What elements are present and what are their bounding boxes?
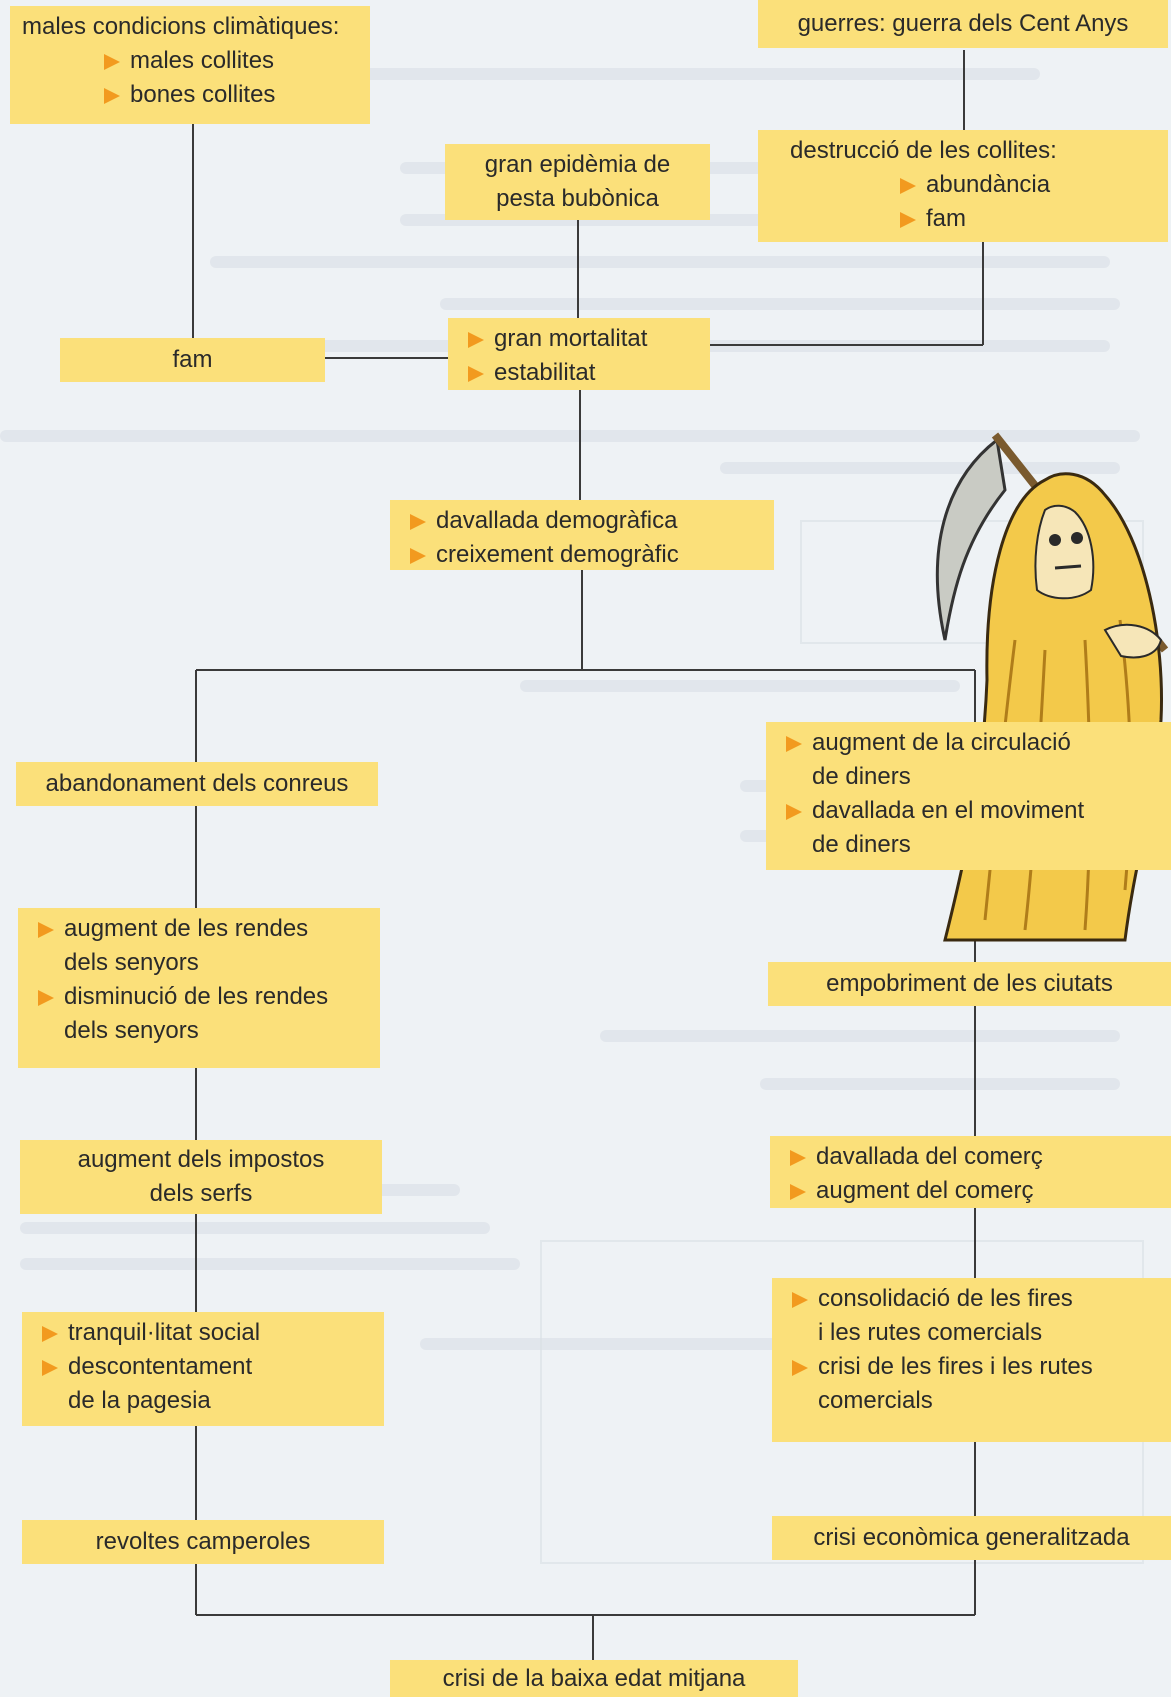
famine-label: fam xyxy=(172,346,213,373)
money-option-1: augment de la circulació de diners xyxy=(784,726,1159,794)
box-money: augment de la circulació de diners daval… xyxy=(766,722,1171,870)
money-option-1-line2: de diners xyxy=(812,763,911,790)
box-commerce: davallada del comerç augment del comerç xyxy=(770,1136,1171,1208)
rents-option-1: augment de les rendes dels senyors xyxy=(36,912,368,980)
box-wars: guerres: guerra dels Cent Anys xyxy=(758,0,1168,48)
commerce-option-1: davallada del comerç xyxy=(788,1140,1159,1174)
money-option-1-line1: augment de la circulació xyxy=(812,729,1071,756)
fairs-option-1-line2: i les rutes comercials xyxy=(818,1319,1043,1346)
climate-label: males condicions climàtiques: xyxy=(22,13,340,40)
revolts-label: revoltes camperoles xyxy=(95,1528,311,1555)
abandon-label: abandonament dels conreus xyxy=(45,770,349,797)
box-cities: empobriment de les ciutats xyxy=(768,962,1171,1006)
economic-label: crisi econòmica generalitzada xyxy=(813,1524,1130,1551)
money-option-2-line2: de diners xyxy=(812,831,911,858)
box-revolts: revoltes camperoles xyxy=(22,1520,384,1564)
box-fairs: consolidació de les fires i les rutes co… xyxy=(772,1278,1171,1442)
box-plague: gran epidèmia de pesta bubònica xyxy=(445,144,710,220)
crops-option-1: abundància xyxy=(898,168,1156,202)
wars-label: guerres: guerra dels Cent Anys xyxy=(797,10,1129,37)
final-crisis-label: crisi de la baixa edat mitjana xyxy=(442,1664,746,1692)
box-mortality: gran mortalitat estabilitat xyxy=(448,318,710,390)
demography-option-1: davallada demogràfica xyxy=(408,504,762,538)
climate-option-1: males collites xyxy=(102,44,358,78)
social-option-2-line1: descontentament xyxy=(68,1353,253,1380)
money-option-2-line1: davallada en el moviment xyxy=(812,797,1085,824)
crops-label: destrucció de les collites: xyxy=(790,137,1057,164)
plague-label-line1: gran epidèmia de xyxy=(484,151,671,178)
rents-option-2-line1: disminució de les rendes xyxy=(64,983,329,1010)
fairs-option-2-line1: crisi de les fires i les rutes xyxy=(818,1353,1093,1380)
cities-label: empobriment de les ciutats xyxy=(826,970,1113,997)
grim-reaper-illustration xyxy=(935,432,1169,942)
box-final-crisis: crisi de la baixa edat mitjana xyxy=(390,1660,798,1697)
crops-option-2: fam xyxy=(898,202,1156,236)
climate-option-2: bones collites xyxy=(102,78,358,112)
social-option-2: descontentament de la pagesia xyxy=(40,1350,372,1418)
rents-option-1-line2: dels senyors xyxy=(64,949,199,976)
money-option-2: davallada en el moviment de diners xyxy=(784,794,1159,862)
demography-option-2: creixement demogràfic xyxy=(408,538,762,572)
fairs-option-2-line2: comercials xyxy=(818,1387,933,1414)
rents-option-1-line1: augment de les rendes xyxy=(64,915,309,942)
box-social: tranquil·litat social descontentament de… xyxy=(22,1312,384,1426)
taxes-label-line1: augment dels impostos xyxy=(77,1146,325,1173)
box-abandon: abandonament dels conreus xyxy=(16,762,378,806)
box-demography: davallada demogràfica creixement demogrà… xyxy=(390,500,774,570)
mortality-option-1: gran mortalitat xyxy=(466,322,698,356)
fairs-option-2: crisi de les fires i les rutes comercial… xyxy=(790,1350,1159,1418)
fairs-option-1: consolidació de les fires i les rutes co… xyxy=(790,1282,1159,1350)
commerce-option-2: augment del comerç xyxy=(788,1174,1159,1208)
box-climate: males condicions climàtiques: males coll… xyxy=(10,6,370,124)
social-option-1-line1: tranquil·litat social xyxy=(68,1319,261,1346)
box-famine: fam xyxy=(60,338,325,382)
social-option-2-line2: de la pagesia xyxy=(68,1387,211,1414)
fairs-option-1-line1: consolidació de les fires xyxy=(818,1285,1073,1312)
box-rents: augment de les rendes dels senyors dismi… xyxy=(18,908,380,1068)
box-crops: destrucció de les collites: abundància f… xyxy=(758,130,1168,242)
plague-label-line2: pesta bubònica xyxy=(496,185,659,212)
rents-option-2-line2: dels senyors xyxy=(64,1017,199,1044)
box-taxes: augment dels impostos dels serfs xyxy=(20,1140,382,1214)
mortality-option-2: estabilitat xyxy=(466,356,698,390)
rents-option-2: disminució de les rendes dels senyors xyxy=(36,980,368,1048)
social-option-1: tranquil·litat social xyxy=(40,1316,372,1350)
taxes-label-line2: dels serfs xyxy=(149,1180,253,1207)
box-economic: crisi econòmica generalitzada xyxy=(772,1516,1171,1560)
